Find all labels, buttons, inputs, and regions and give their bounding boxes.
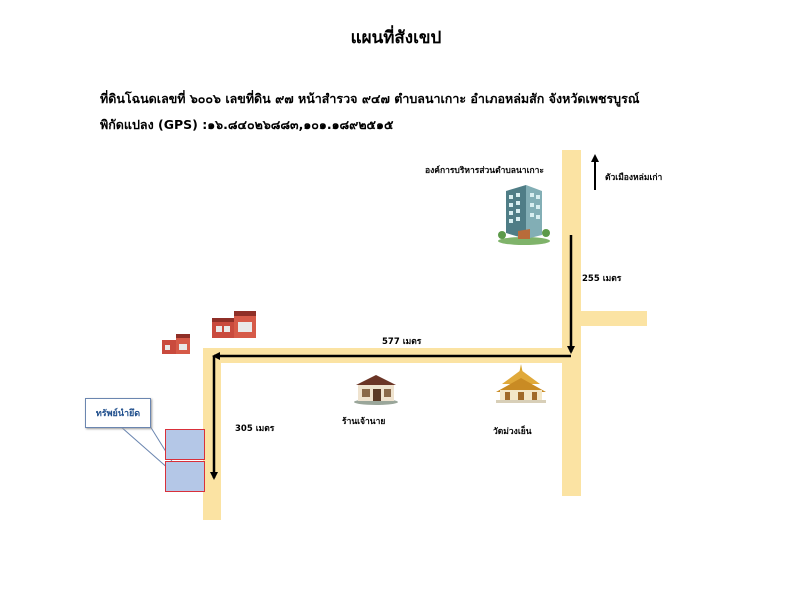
distance-label-255: 255 เมตร	[582, 274, 622, 284]
gps-line: พิกัดแปลง (GPS) :๑๖.๘๔๐๒๖๘๘๓,๑๐๑.๑๘๙๒๕๑๕	[100, 117, 394, 132]
property-parcel-south	[165, 461, 205, 492]
office-building-icon	[498, 185, 550, 245]
deed-info-line: ที่ดินโฉนดเลขที่ ๖๐๐๖ เลขที่ดิน ๙๗ หน้าส…	[100, 91, 640, 106]
distance-label-577: 577 เมตร	[382, 337, 422, 347]
shop-icon	[354, 375, 398, 405]
distance-label-305: 305 เมตร	[235, 424, 275, 434]
shop-label: ร้านเจ้านาย	[342, 417, 386, 427]
temple-label: วัดม่วงเย็น	[493, 427, 532, 437]
temple-icon	[496, 364, 546, 403]
road-east-spur	[577, 311, 647, 326]
house-icon	[212, 311, 256, 338]
property-parcel-north	[165, 429, 205, 460]
north-label: ตัวเมืองหล่มเก่า	[605, 173, 663, 183]
map-title: แผนที่สังเขป	[350, 28, 442, 48]
house-icon-small	[162, 334, 190, 354]
property-callout: ทรัพย์นำยึด	[85, 398, 151, 428]
sao-label: องค์การบริหารส่วนตำบลนาเกาะ	[425, 166, 544, 176]
